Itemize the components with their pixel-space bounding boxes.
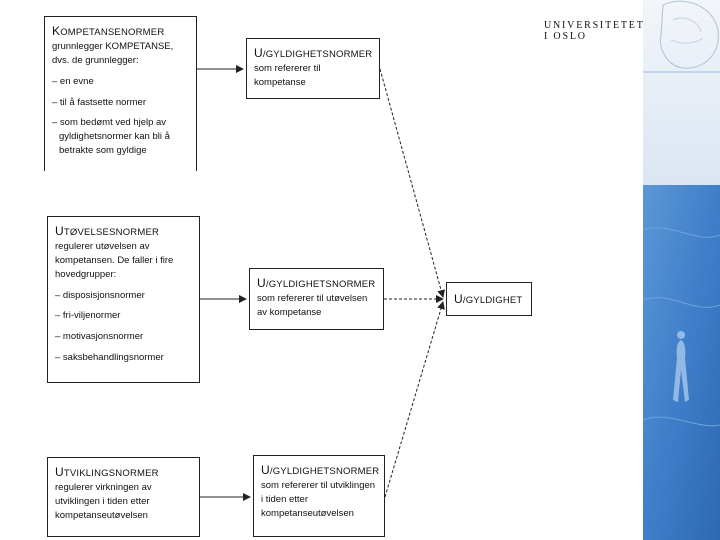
gyldighetsnormer-body: som refererer til utøvelsen av kompetans…	[257, 293, 368, 319]
list-item: – en evne	[52, 75, 94, 87]
utviklingsnormer-title: UTVIKLINGSNORMER	[55, 465, 159, 479]
gyldighetsnormer-utovelse-box: U/GYLDIGHETSNORMER som refererer til utø…	[249, 268, 384, 330]
edge-gyld1-to-gyldighet	[379, 68, 445, 298]
gyldighetsnormer-body: som refererer til utviklingen i tiden et…	[261, 480, 376, 519]
panel-top	[643, 0, 720, 185]
edge-gyld3-to-gyldighet	[384, 301, 445, 498]
utovelsesnormer-box: UTØVELSESNORMER regulerer utøvelsen av k…	[47, 216, 200, 383]
gyldighetsnormer-title: U/GYLDIGHETSNORMER	[261, 463, 380, 477]
gyldighetsnormer-utvikling-box: U/GYLDIGHETSNORMER som refererer til utv…	[253, 455, 385, 537]
utovelsesnormer-list: – disposisjonsnormer – fri-viljenormer –…	[55, 289, 192, 365]
gyldighet-box: U/GYLDIGHET	[446, 282, 532, 316]
panel-pattern	[643, 227, 720, 427]
logo-line-1: UNIVERSITETET	[544, 20, 645, 31]
kompetansenormer-body: grunnlegger KOMPETANSE, dvs. de grunnleg…	[52, 41, 174, 67]
logo-line-2: I OSLO	[544, 31, 587, 42]
utviklingsnormer-body: regulerer virkningen av utviklingen i ti…	[55, 482, 152, 521]
list-item: – til å fastsette normer	[52, 96, 146, 108]
utovelsesnormer-body: regulerer utøvelsen av kompetansen. De f…	[55, 241, 174, 280]
utovelsesnormer-title: UTØVELSESNORMER	[55, 224, 160, 238]
seal-detail	[670, 17, 704, 44]
kompetansenormer-box: KOMPETANSENORMER grunnlegger KOMPETANSE,…	[44, 16, 197, 171]
list-item: – som bedømt ved hjelp av gyldighetsnorm…	[52, 117, 170, 156]
gyldighet-title: U/GYLDIGHET	[454, 292, 523, 306]
seal-icon	[659, 0, 719, 69]
list-item: – motivasjonsnormer	[55, 331, 144, 343]
figure-icon	[673, 340, 689, 402]
list-item: – saksbehandlingsnormer	[55, 351, 164, 363]
gyldighetsnormer-body: som refererer til kompetanse	[254, 63, 321, 89]
figure-head	[677, 331, 685, 339]
list-item: – fri-viljenormer	[55, 310, 121, 322]
kompetansenormer-title: KOMPETANSENORMER	[52, 24, 165, 38]
gyldighetsnormer-kompetanse-box: U/GYLDIGHETSNORMER som refererer til kom…	[246, 38, 380, 99]
kompetansenormer-list: – en evne – til å fastsette normer – som…	[52, 75, 189, 158]
decorative-side-panel	[643, 0, 720, 540]
utviklingsnormer-box: UTVIKLINGSNORMER regulerer virkningen av…	[47, 457, 200, 537]
gyldighetsnormer-title: U/GYLDIGHETSNORMER	[254, 46, 373, 60]
list-item: – disposisjonsnormer	[55, 289, 145, 301]
gyldighetsnormer-title: U/GYLDIGHETSNORMER	[257, 276, 376, 290]
uio-logo: UNIVERSITETET I OSLO	[544, 20, 645, 42]
